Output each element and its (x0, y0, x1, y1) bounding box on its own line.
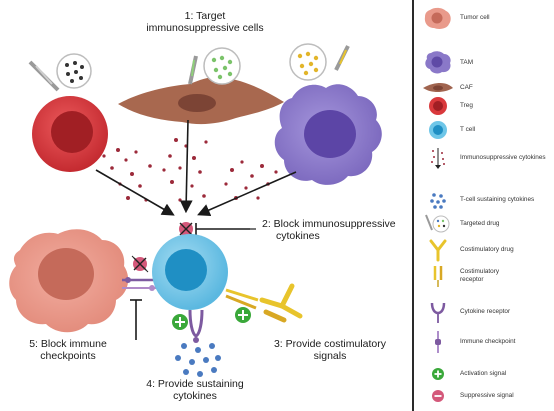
label-sustaining-line1: 4: Provide sustaining (146, 378, 244, 390)
legend-label-tam: TAM (460, 59, 474, 66)
label-costimulatory-line2: signals (313, 350, 347, 362)
tam-cell (274, 84, 382, 185)
activation-signal-icon (432, 368, 444, 380)
legend-item-suppressive-signal: Suppressive signal (416, 384, 554, 408)
label-target-cells: 1: Target immunosuppressive cells (130, 10, 280, 34)
cytokine-block-marker (179, 222, 250, 236)
legend-item-targeted-drug: Targeted drug (416, 212, 554, 236)
checkpoint-block-marker (131, 255, 149, 273)
cytokine-receptor-icon (430, 302, 446, 323)
label-costimulatory-line1: 3: Provide costimulatory (273, 338, 387, 350)
caf-cell (118, 77, 284, 125)
legend-label-immunosuppressive-cytokines: Immunosuppressive cytokines (460, 154, 546, 161)
legend-label-suppressive-signal: Suppressive signal (460, 392, 514, 399)
activation-signal-costimulatory (235, 307, 251, 323)
targeted-drug-syringe-tam (289, 43, 350, 81)
sustaining-cytokines (175, 343, 221, 377)
legend-item-immunosuppressive-cytokines: Immunosuppressive cytokines (416, 146, 554, 170)
label-checkpoints-line2: checkpoints (40, 350, 96, 362)
costimulatory-drug (259, 283, 303, 323)
legend-label-costimulatory-receptor-line1: Costimulatory (460, 268, 500, 275)
label-sustaining-line2: cytokines (173, 390, 217, 402)
caf-icon (423, 83, 453, 92)
label-target-cells-line1: 1: Target (184, 10, 226, 22)
legend-item-activation-signal: Activation signal (416, 362, 554, 386)
legend-label-activation-signal: Activation signal (460, 370, 507, 377)
cytokine-receptor (188, 309, 204, 343)
legend-label-cytokine-receptor: Cytokine receptor (460, 308, 511, 315)
legend-item-costimulatory-receptor: Costimulatory receptor (416, 264, 554, 294)
legend-item-immune-checkpoint: Immune checkpoint (416, 330, 554, 354)
legend-label-costimulatory-receptor: Costimulatory receptor (460, 268, 499, 284)
legend-item-tam: TAM (416, 50, 554, 74)
legend-item-sustaining-cytokines: T-cell sustaining cytokines (416, 188, 554, 212)
costimulatory-receptor (225, 288, 259, 310)
label-block-cytokines: 2: Block immunosuppressive cytokines (262, 218, 396, 242)
legend-label-costimulatory-drug: Costimulatory drug (460, 246, 514, 253)
t-cell (152, 234, 228, 310)
diagram-canvas (9, 43, 382, 377)
targeted-drug-syringe-caf (188, 47, 241, 85)
label-block-cytokines-line1: 2: Block immunosuppressive (262, 218, 396, 230)
legend-label-sustaining-cytokines: T-cell sustaining cytokines (460, 196, 535, 203)
legend-item-t-cell: T cell (416, 118, 554, 142)
legend-label-targeted-drug: Targeted drug (460, 220, 500, 227)
tumor-cell (9, 229, 129, 333)
legend-label-costimulatory-receptor-line2: receptor (460, 276, 484, 283)
label-checkpoints: 5: Block immune checkpoints (12, 338, 124, 362)
legend-item-treg: Treg (416, 94, 554, 118)
treg-icon (429, 97, 447, 115)
legend-label-t-cell: T cell (460, 126, 476, 133)
costimulatory-drug-icon (429, 239, 447, 262)
targeted-drug-icon (425, 214, 450, 233)
activation-signal-sustaining (172, 314, 188, 330)
legend-item-tumor-cell: Tumor cell (416, 6, 554, 30)
legend-label-caf: CAF (460, 84, 473, 91)
tumor-cell-icon (424, 7, 451, 29)
label-costimulatory: 3: Provide costimulatory signals (270, 338, 390, 362)
costimulatory-receptor-icon (433, 266, 443, 287)
checkpoint-inhibitor-line (130, 299, 142, 340)
legend-item-cytokine-receptor: Cytokine receptor (416, 300, 554, 324)
cytokine-arrows (95, 119, 297, 217)
treg-cell (32, 96, 108, 172)
legend-label-tumor-cell: Tumor cell (460, 14, 490, 21)
legend-item-caf: CAF (416, 76, 554, 100)
label-block-cytokines-line2: cytokines (276, 230, 320, 242)
label-checkpoints-line1: 5: Block immune (29, 338, 107, 350)
sustaining-cytokines-icon (430, 193, 446, 209)
legend-divider (412, 0, 414, 411)
immunosuppressive-cytokines-icon (431, 148, 445, 169)
targeted-drug-syringe-treg (28, 53, 92, 92)
suppressive-signal-icon (432, 390, 444, 402)
immune-checkpoint-icon (435, 331, 441, 353)
legend-item-costimulatory-drug: Costimulatory drug (416, 238, 554, 262)
label-sustaining: 4: Provide sustaining cytokines (130, 378, 260, 402)
label-target-cells-line2: immunosuppressive cells (146, 22, 264, 34)
immunosuppressive-cytokines (102, 138, 278, 202)
tam-icon (425, 51, 451, 74)
legend: Tumor cell TAM CAF Treg (416, 0, 554, 411)
t-cell-icon (429, 121, 447, 139)
legend-label-immune-checkpoint: Immune checkpoint (460, 338, 516, 345)
legend-label-treg: Treg (460, 102, 473, 109)
